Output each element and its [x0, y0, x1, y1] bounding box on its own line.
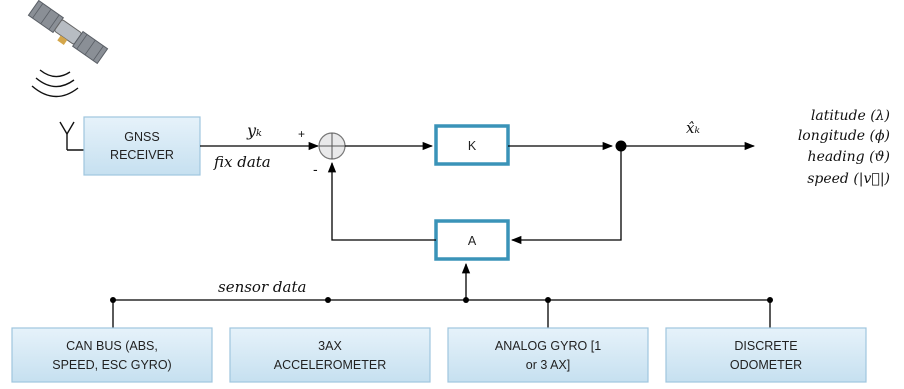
feedback-wire-to-model [510, 146, 622, 245]
prediction-wire [327, 161, 436, 241]
sensor-gyro-line1: ANALOG GYRO [1 [495, 339, 601, 353]
sensor-gyro-line2: or 3 AX] [526, 358, 570, 372]
sensor-can-bus-block: CAN BUS (ABS, SPEED, ESC GYRO) [11, 327, 213, 383]
sensor-odometer-line1: DISCRETE [734, 339, 797, 353]
output-heading: heading (ϑ) [808, 149, 890, 165]
bus-node-3 [463, 297, 469, 303]
measurement-label: yₖ [246, 121, 262, 140]
fix-data-label: fix data [213, 153, 271, 171]
model-block-a: A [434, 219, 510, 261]
sensor-can-bus-line1: CAN BUS (ABS, [66, 339, 158, 353]
sensor-odometer-block: DISCRETE ODOMETER [665, 327, 867, 383]
antenna-icon [59, 121, 84, 151]
output-speed: speed (|v⃗|) [807, 171, 890, 187]
model-block-label: A [468, 234, 477, 248]
gnss-receiver-label-line2: RECEIVER [110, 148, 174, 162]
summing-junction [318, 132, 346, 160]
minus-sign: - [313, 161, 318, 177]
satellite-icon [27, 0, 109, 65]
plus-sign: + [298, 127, 305, 141]
sensor-accelerometer-line2: ACCELEROMETER [274, 358, 387, 372]
sensor-odometer-line2: ODOMETER [730, 358, 802, 372]
output-latitude: latitude (λ) [811, 108, 890, 124]
radio-wave-icon [31, 69, 79, 98]
sensor-data-label: sensor data [218, 278, 306, 296]
bus-node-2 [325, 297, 331, 303]
gain-block-label: K [468, 139, 477, 153]
gain-block-k: K [434, 124, 510, 166]
output-longitude: longitude (ϕ) [798, 128, 890, 144]
sensor-accelerometer-line1: 3AX [318, 339, 342, 353]
sensor-can-bus-line2: SPEED, ESC GYRO) [52, 358, 171, 372]
gnss-receiver-label-line1: GNSS [124, 130, 159, 144]
gnss-receiver-block: GNSS RECEIVER [83, 116, 201, 176]
sensor-gyro-block: ANALOG GYRO [1 or 3 AX] [447, 327, 649, 383]
estimate-label: x̂ₖ [686, 119, 700, 137]
sensor-accelerometer-block: 3AX ACCELEROMETER [229, 327, 431, 383]
output-list: latitude (λ) longitude (ϕ) heading (ϑ) s… [798, 108, 890, 187]
